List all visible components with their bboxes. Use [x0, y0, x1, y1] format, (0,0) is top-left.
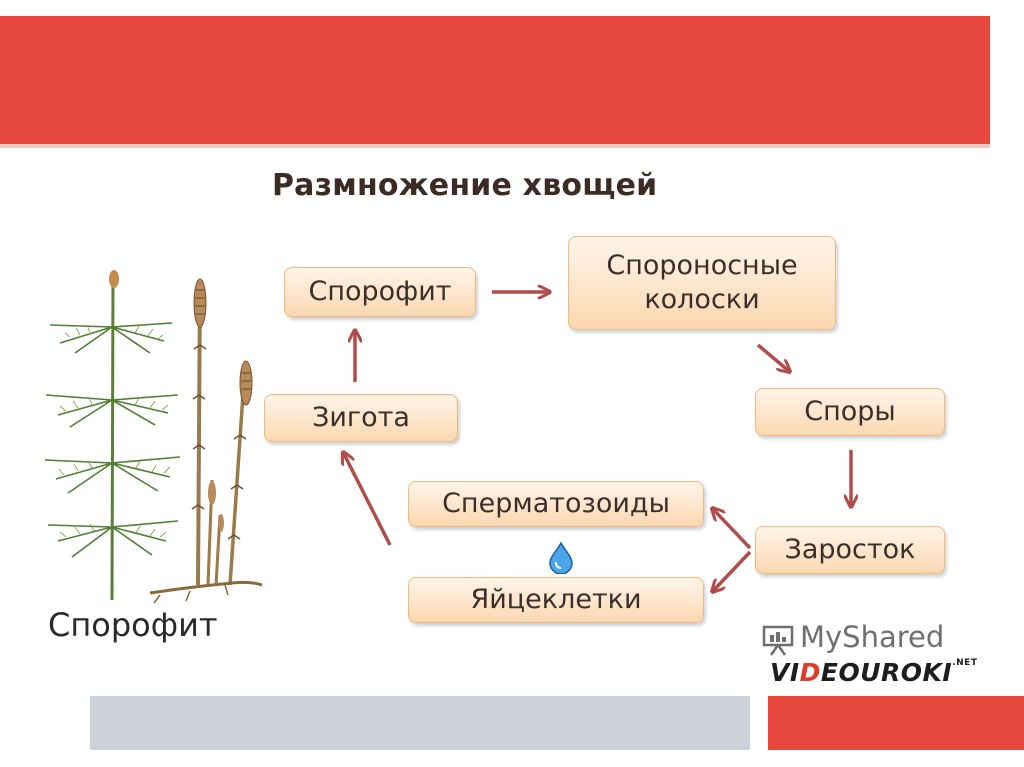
- arrow-spikes-to-spores: [756, 343, 790, 372]
- plant-label: Спорофит: [48, 606, 218, 644]
- water-drop-icon: [549, 541, 573, 574]
- watermark-top-text: MyShared: [800, 620, 945, 654]
- slide-title: Размножение хвощей: [272, 168, 658, 203]
- arrow-to-zygote: [343, 452, 392, 546]
- header-red-bar: [0, 16, 990, 144]
- node-sporophyte: Спорофит: [284, 267, 476, 317]
- node-spores: Споры: [755, 388, 945, 436]
- horsetail-plant-icon: [44, 270, 263, 604]
- arrow-prothallus-to-eggs: [712, 550, 752, 592]
- node-sperm: Сперматозоиды: [408, 481, 704, 527]
- node-eggs: Яйцеклетки: [408, 577, 704, 623]
- node-spore-spikes: Спороносные колоски: [568, 236, 836, 330]
- footer-red-bar: [768, 696, 1024, 750]
- node-zygote: Зигота: [264, 394, 458, 442]
- header-bar-shadow: [0, 144, 990, 148]
- watermark-logo: MyShared VIDEOUROKI.NET: [762, 620, 994, 690]
- arrow-prothallus-to-sperm: [712, 508, 752, 550]
- node-prothallus: Заросток: [755, 526, 945, 574]
- footer-gray-bar: [90, 696, 750, 750]
- watermark-bottom-text: VIDEOUROKI.NET: [770, 658, 978, 687]
- presentation-board-icon: [762, 625, 794, 656]
